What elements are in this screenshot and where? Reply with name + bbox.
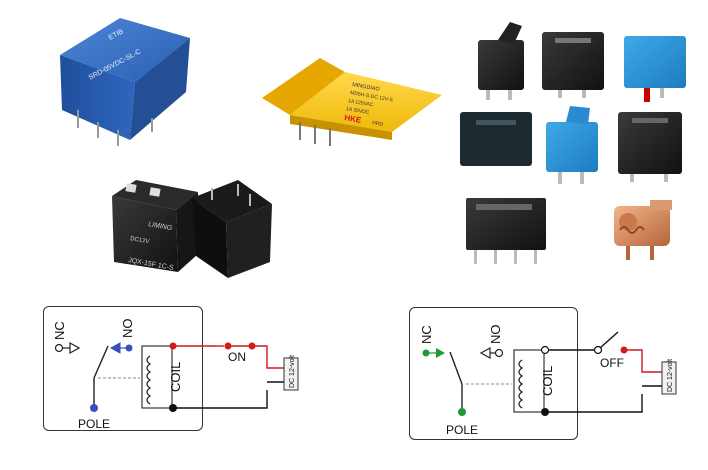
- automotive-relay-dark-teal: [460, 112, 532, 166]
- yellow-relay-logo: HKE: [344, 113, 363, 125]
- yellow-relay-brand: MINGDIAO: [352, 82, 381, 93]
- left-switch-contact-b: [248, 342, 256, 350]
- right-pole-terminal: [458, 408, 466, 416]
- black-relay-brand: LIMING: [148, 221, 174, 232]
- right-pole-label: POLE: [446, 423, 478, 437]
- automotive-relay-black-low: [466, 198, 546, 264]
- left-pole-label: POLE: [78, 417, 110, 431]
- black-relay-rating: DC12V: [130, 236, 150, 245]
- open-frame-copper-relay: [614, 200, 672, 260]
- left-coil-label: COIL: [168, 362, 183, 392]
- left-coil: [141, 345, 173, 409]
- left-nc-terminal: [54, 341, 81, 355]
- yellow-pcb-relay: MINGDIAO MD5H-S-DC 12V-S 1A 125VAC 1A 30…: [262, 58, 442, 146]
- blue-pcb-relay: ETIB SRD-05VDC-SL-C: [60, 18, 190, 146]
- yellow-relay-cert: HRD: [372, 120, 384, 128]
- automotive-relay-black-square: [542, 32, 604, 98]
- right-switch-label: OFF: [600, 356, 624, 370]
- left-no-label: NO: [120, 319, 135, 339]
- yellow-relay-rating2: 1A 30VDC: [346, 106, 370, 116]
- right-no-label: NO: [488, 325, 503, 345]
- right-coil-label: COIL: [540, 366, 555, 396]
- left-battery-label: DC 12-volt: [289, 355, 296, 388]
- automotive-relay-black-tall: [618, 112, 682, 182]
- automotive-relay-cyan: [624, 36, 686, 102]
- automotive-relay-black-bracket: [478, 22, 524, 100]
- diagram-left-frame: [43, 306, 203, 431]
- right-battery: [661, 361, 677, 395]
- relay-photos: ETIB SRD-05VDC-SL-C MINGDIAO MD5H-S-DC 1…: [60, 18, 686, 278]
- right-switch: [599, 331, 619, 349]
- left-nc-label: NC: [52, 321, 67, 340]
- right-no-terminal: [479, 346, 504, 360]
- yellow-relay-rating1: 1A 125VAC: [348, 98, 375, 108]
- black-pcb-relay: LIMING DC12V JQX-15F 1C-S: [112, 180, 198, 272]
- right-nc-label: NC: [419, 325, 434, 344]
- left-battery: [283, 357, 299, 391]
- black-pcb-relay-bottom: [192, 180, 272, 278]
- right-coil: [513, 349, 545, 413]
- right-battery-label: DC 12-volt: [667, 359, 674, 392]
- left-no-terminal: [109, 342, 133, 354]
- left-armature: [93, 345, 109, 379]
- diagram-right-frame: [409, 307, 578, 440]
- left-pole-terminal: [90, 404, 98, 412]
- automotive-relay-blue-bracket: [546, 106, 598, 184]
- right-switch-contact-a: [593, 345, 603, 355]
- left-switch-label: ON: [228, 350, 246, 364]
- right-armature: [449, 351, 463, 385]
- right-switch-contact-b: [620, 346, 628, 354]
- right-nc-terminal: [422, 348, 445, 358]
